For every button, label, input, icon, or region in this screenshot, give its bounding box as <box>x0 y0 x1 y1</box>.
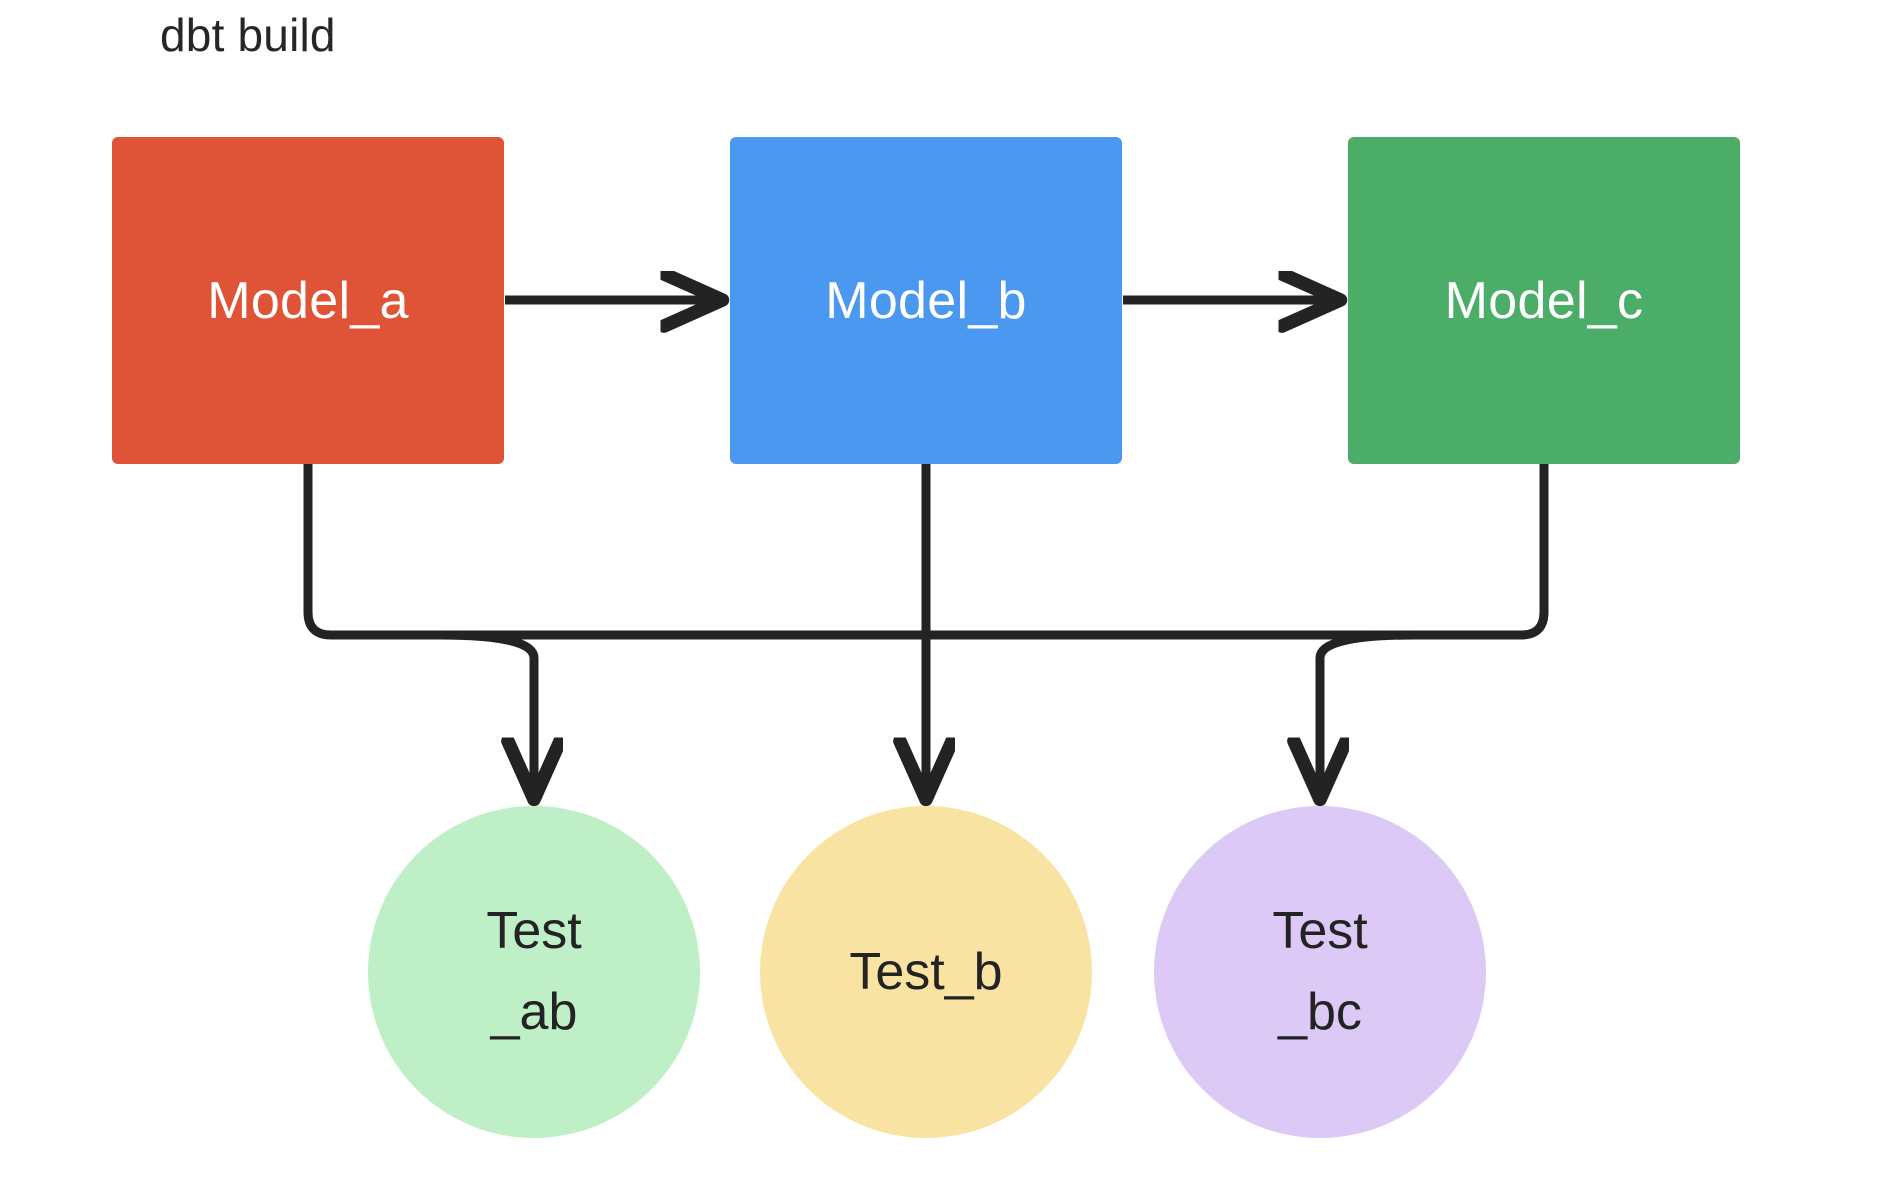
node-model-a-label: Model_a <box>207 271 409 330</box>
node-test-ab-label-line-1: Test <box>486 902 582 961</box>
node-model-a[interactable]: Model_a <box>112 137 504 464</box>
node-model-c[interactable]: Model_c <box>1348 137 1740 464</box>
node-model-c-label: Model_c <box>1444 271 1644 330</box>
edge-bus-to-test-ab <box>439 630 534 795</box>
edge-model-c-to-bus <box>926 464 1549 640</box>
node-test-bc[interactable]: Test _bc <box>1154 806 1486 1138</box>
node-test-bc-label-line-2: _bc <box>1278 983 1362 1041</box>
page-title: dbt build <box>160 9 336 61</box>
node-model-b-label: Model_b <box>825 271 1027 330</box>
edge-model-a-to-bus <box>303 464 926 640</box>
node-test-b-label-line-1: Test_b <box>849 942 1003 1001</box>
node-test-ab[interactable]: Test _ab <box>368 806 700 1138</box>
node-test-bc-label-line-1: Test <box>1272 902 1368 961</box>
edge-bus-to-test-bc <box>1320 630 1415 795</box>
node-test-b[interactable]: Test_b <box>760 806 1092 1138</box>
node-test-ab-label-line-2: _ab <box>490 983 578 1041</box>
node-model-b[interactable]: Model_b <box>730 137 1122 464</box>
